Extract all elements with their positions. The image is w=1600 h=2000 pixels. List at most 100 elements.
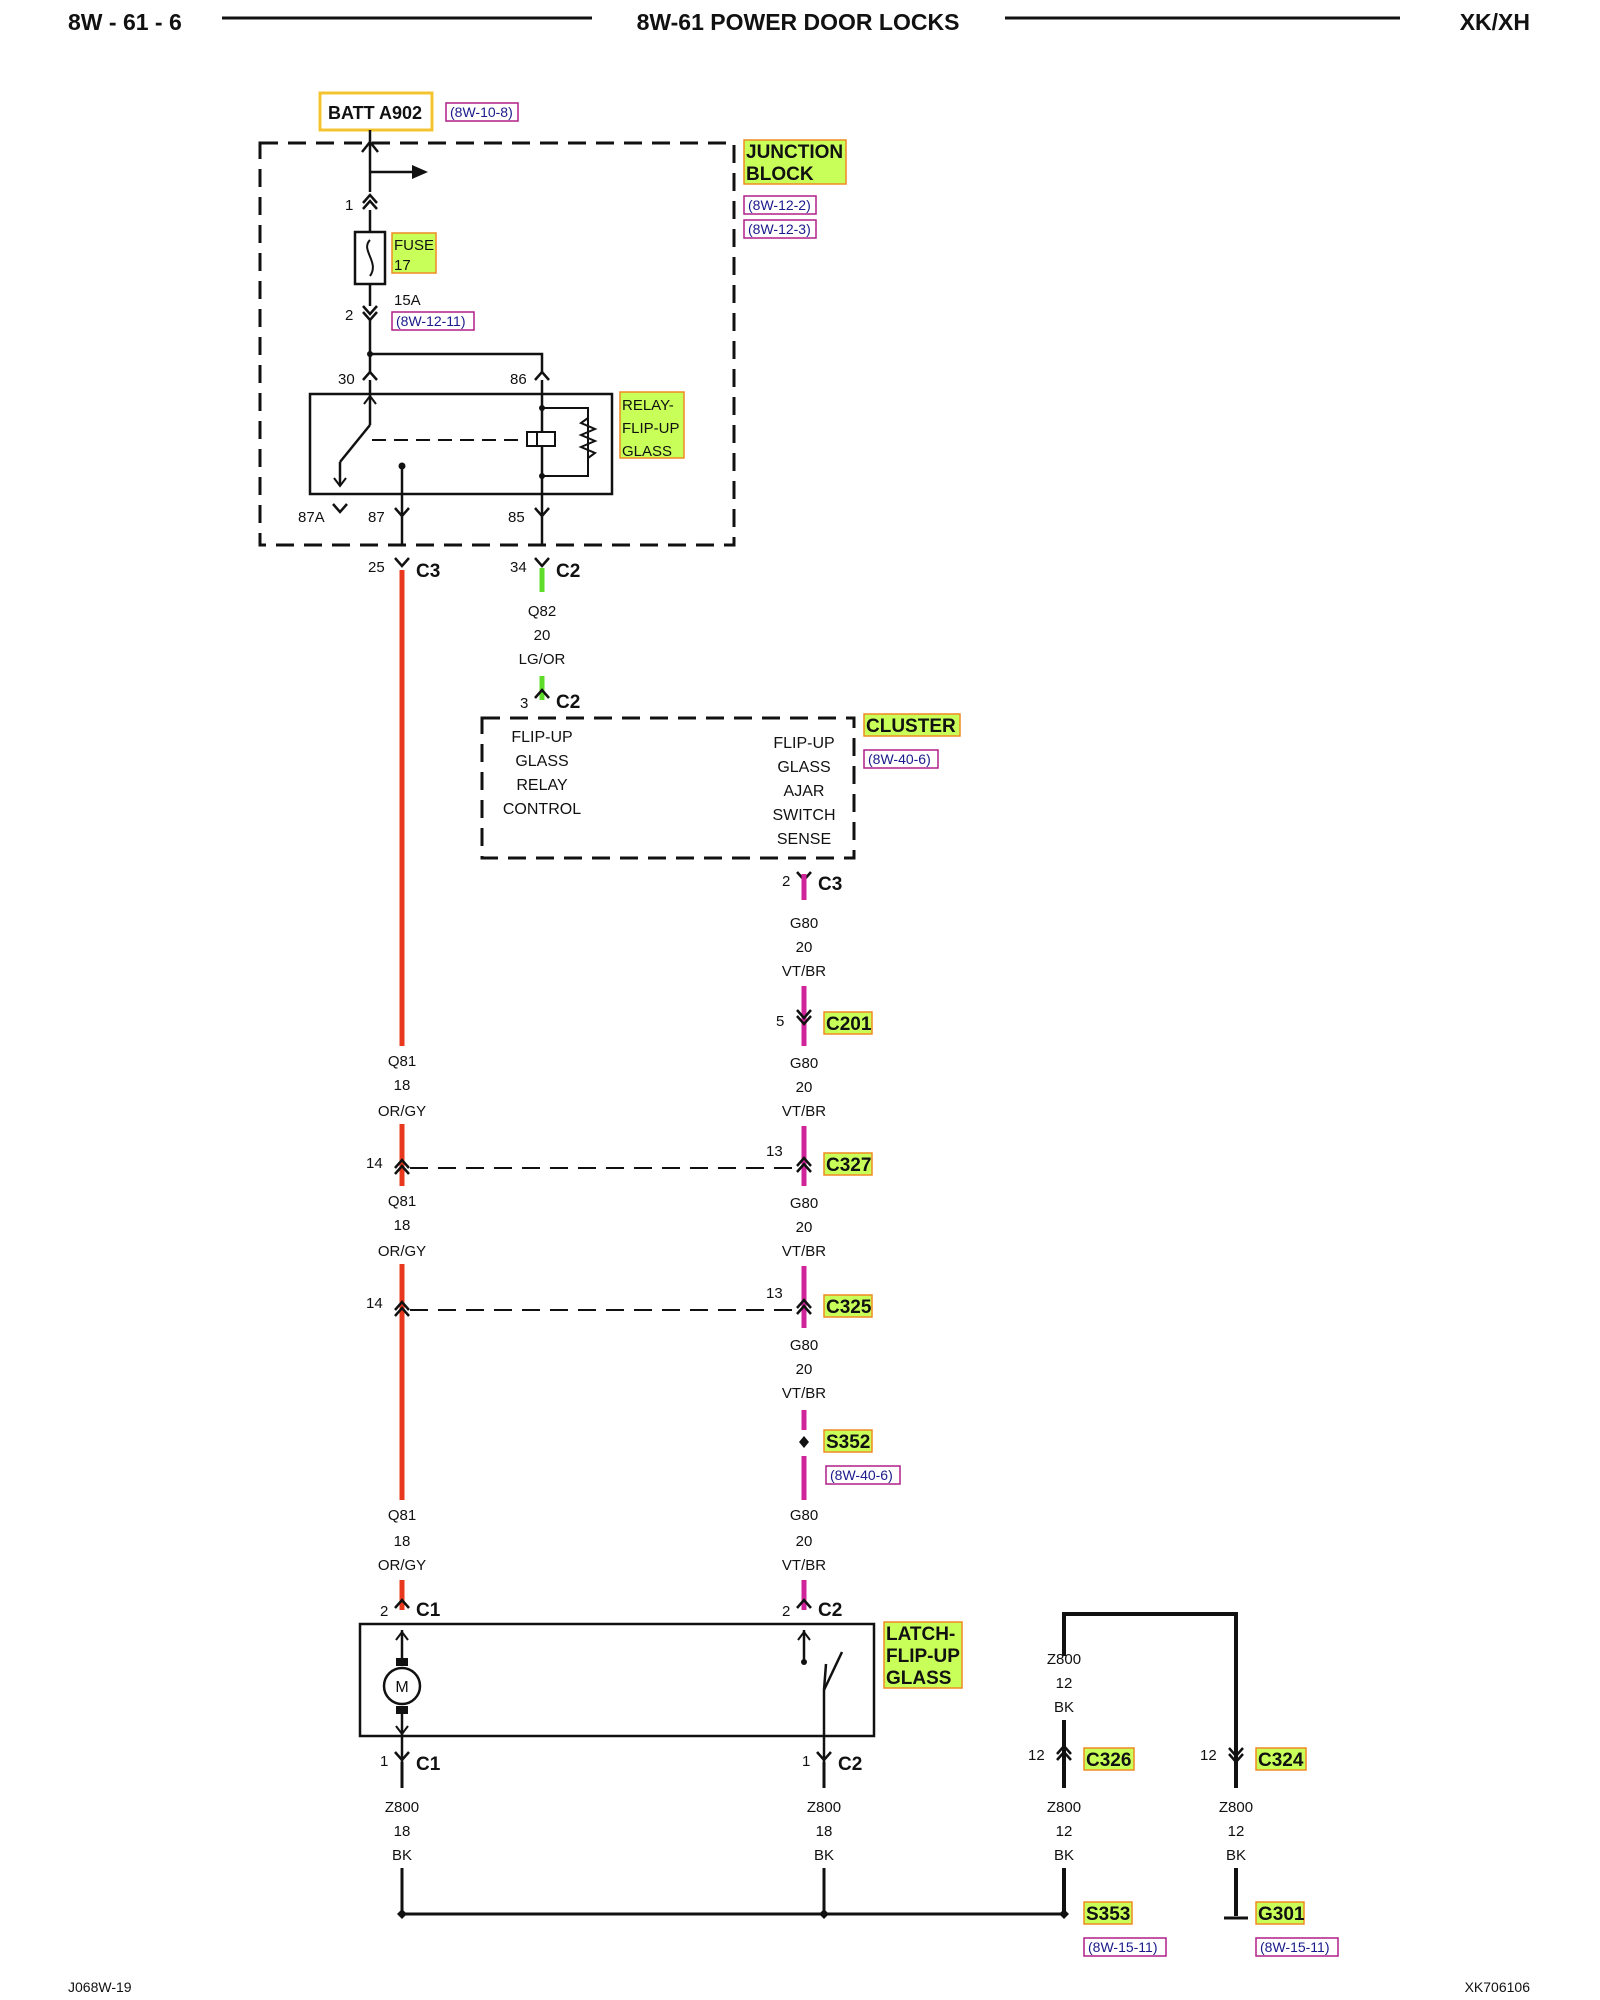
relay-label-bg bbox=[619, 391, 685, 459]
z800-12-loop bbox=[1062, 1612, 1238, 1756]
cluster-right-2: GLASS bbox=[777, 759, 830, 776]
relay-86-feed-wire bbox=[370, 352, 544, 372]
batt-label: BATT A902 bbox=[328, 103, 422, 123]
header-title: 8W-61 POWER DOOR LOCKS bbox=[637, 9, 960, 35]
q81-gauge-2: 18 bbox=[394, 1217, 411, 1234]
fuse-ref[interactable]: (8W-12-11) bbox=[396, 313, 466, 329]
relay-pin86: 86 bbox=[510, 371, 527, 388]
g301-label: G301 bbox=[1258, 1904, 1305, 1925]
latch-name-3: GLASS bbox=[886, 1668, 951, 1689]
latch-c1-top-label: C1 bbox=[416, 1600, 441, 1621]
g301-ref[interactable]: (8W-15-11) bbox=[1260, 1939, 1330, 1955]
c326-pin: 12 bbox=[1028, 1747, 1045, 1764]
g80-color-5: VT/BR bbox=[782, 1557, 826, 1574]
g80-gauge-5: 20 bbox=[796, 1533, 813, 1550]
g80-color-3: VT/BR bbox=[782, 1243, 826, 1260]
jb-ref2-box bbox=[743, 219, 817, 239]
relay-name-3: GLASS bbox=[622, 443, 672, 460]
g80-color-1: VT/BR bbox=[782, 963, 826, 980]
c325-pin-left: 14 bbox=[366, 1295, 383, 1312]
c201-label-bg bbox=[823, 1011, 873, 1035]
header-left: 8W - 61 - 6 bbox=[68, 9, 182, 35]
junction-block-label-bg bbox=[743, 139, 847, 185]
s352-label: S352 bbox=[826, 1432, 870, 1453]
s353-ref[interactable]: (8W-15-11) bbox=[1088, 1939, 1158, 1955]
relay-pin30: 30 bbox=[338, 371, 355, 388]
switch-stub bbox=[822, 1663, 828, 1691]
motor-brush-bottom bbox=[396, 1706, 408, 1714]
header-right: XK/XH bbox=[1460, 9, 1530, 35]
q81-gauge-1: 18 bbox=[394, 1077, 411, 1094]
feed-arrow-up bbox=[361, 139, 379, 153]
cluster-name: CLUSTER bbox=[866, 716, 956, 737]
g301-label-bg bbox=[1255, 1901, 1305, 1925]
s352-ref-box bbox=[825, 1465, 901, 1485]
batt-ref[interactable]: (8W-10-8) bbox=[450, 104, 513, 120]
g80-circuit-4: G80 bbox=[790, 1337, 818, 1354]
jb-c2-connector bbox=[533, 556, 551, 568]
c327-pin-right: 13 bbox=[766, 1143, 783, 1160]
c324-pin: 12 bbox=[1200, 1747, 1217, 1764]
latch-flip-up-glass bbox=[358, 1622, 876, 1738]
cluster-right-5: SENSE bbox=[777, 831, 831, 848]
cluster-out-pin: 2 bbox=[782, 873, 790, 890]
motor-arrow-bottom bbox=[395, 1725, 409, 1736]
jb-c2-label: C2 bbox=[556, 561, 580, 582]
latch-c2-top-label: C2 bbox=[818, 1600, 842, 1621]
relay-pin85: 85 bbox=[508, 509, 525, 526]
z800-18-color-1: BK bbox=[392, 1847, 412, 1864]
fuse-name-1: FUSE bbox=[394, 237, 434, 254]
cluster-ref[interactable]: (8W-40-6) bbox=[868, 751, 931, 767]
latch-c1-top-pin: 2 bbox=[380, 1603, 388, 1620]
junction-block-boundary bbox=[258, 141, 736, 547]
c325-label: C325 bbox=[826, 1297, 872, 1318]
c324-label: C324 bbox=[1258, 1750, 1304, 1771]
latch-c2-bottom-pin: 1 bbox=[802, 1753, 810, 1770]
motor-brush-top bbox=[396, 1658, 408, 1666]
jb-c3-connector bbox=[393, 556, 411, 568]
cluster-in-label: C2 bbox=[556, 692, 580, 713]
g80-gauge-4: 20 bbox=[796, 1361, 813, 1378]
s353-ref-box bbox=[1083, 1937, 1167, 1957]
q81-circuit-3: Q81 bbox=[388, 1507, 416, 1524]
fuse-ref-box bbox=[391, 311, 475, 331]
s352-label-bg bbox=[823, 1429, 873, 1453]
z800-12-gauge-2: 12 bbox=[1056, 1823, 1073, 1840]
jb-ref1-box bbox=[743, 195, 817, 215]
q81-circuit-1: Q81 bbox=[388, 1053, 416, 1070]
switch-blade bbox=[822, 1651, 844, 1691]
motor-arrow-top bbox=[395, 1630, 409, 1641]
s352-splice bbox=[799, 1436, 809, 1448]
g80-color-2: VT/BR bbox=[782, 1103, 826, 1120]
z800-12-circuit-2: Z800 bbox=[1047, 1799, 1081, 1816]
q82-circuit: Q82 bbox=[528, 603, 556, 620]
ground-node-left bbox=[397, 1909, 407, 1919]
g80-gauge-3: 20 bbox=[796, 1219, 813, 1236]
jb-c3-pin: 25 bbox=[368, 559, 385, 576]
cluster-out-label: C3 bbox=[818, 874, 842, 895]
fuse-name-2: 17 bbox=[394, 257, 411, 274]
relay-pin87a: 87A bbox=[298, 509, 325, 526]
ground-node-mid bbox=[819, 1909, 829, 1919]
junction-block-name-1: JUNCTION bbox=[746, 142, 843, 163]
z800-12-circuit-1: Z800 bbox=[1047, 1651, 1081, 1668]
latch-c1-bottom-label: C1 bbox=[416, 1754, 441, 1775]
z800-18-gauge-1: 18 bbox=[394, 1823, 411, 1840]
relay-pin30-connector bbox=[361, 370, 379, 382]
latch-c2-top-pin: 2 bbox=[782, 1603, 790, 1620]
junction-block-ref-2[interactable]: (8W-12-3) bbox=[748, 221, 811, 237]
relay-junction-bottom bbox=[539, 473, 545, 479]
s352-ref[interactable]: (8W-40-6) bbox=[830, 1467, 893, 1483]
c327-label-bg bbox=[823, 1152, 873, 1176]
switch-arrow-top bbox=[797, 1630, 811, 1641]
latch-c2-bottom-label: C2 bbox=[838, 1754, 862, 1775]
junction-block-ref-1[interactable]: (8W-12-2) bbox=[748, 197, 811, 213]
branch-arrow bbox=[412, 165, 428, 179]
relay-flip-up-glass bbox=[308, 392, 614, 496]
cluster-left-1: FLIP-UP bbox=[511, 729, 572, 746]
fuse-label-bg bbox=[391, 232, 437, 274]
relay-name-2: FLIP-UP bbox=[622, 420, 680, 437]
relay-coil-symbol bbox=[526, 431, 556, 447]
relay-junction-top bbox=[539, 405, 545, 411]
